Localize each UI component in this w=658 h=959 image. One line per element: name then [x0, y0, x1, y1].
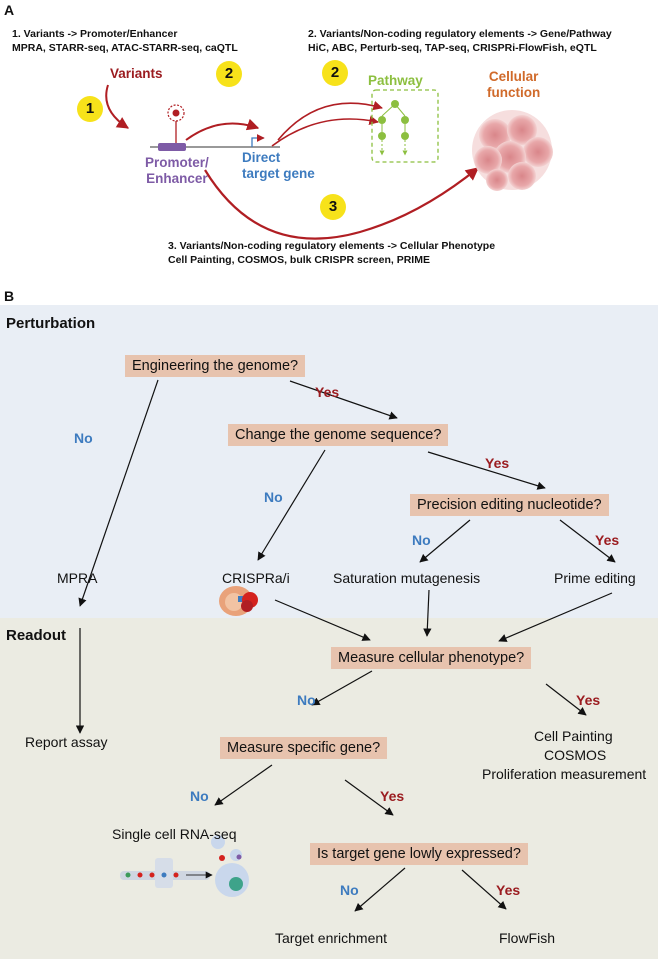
step1-methods: MPRA, STARR-seq, ATAC-STARR-seq, caQTL	[12, 42, 238, 54]
arrow-gene-to-pathway	[277, 100, 383, 141]
step2-title: 2. Variants/Non-coding regulatory elemen…	[308, 28, 612, 40]
question-lowly-expressed: Is target gene lowly expressed?	[310, 843, 528, 865]
step1-title: 1. Variants -> Promoter/Enhancer	[12, 28, 178, 40]
panel-b-letter: B	[4, 288, 15, 304]
yes-label-change-sequence: Yes	[485, 455, 510, 471]
leaf-prime-editing: Prime editing	[554, 570, 636, 586]
single-cell-seq-icon	[120, 835, 249, 897]
arrow-variants-to-promoter	[105, 84, 130, 129]
tss-arrow	[251, 134, 265, 147]
leaf-proliferation: Proliferation measurement	[482, 766, 647, 782]
badge-2b: 2	[322, 60, 348, 86]
yes-label-phenotype: Yes	[576, 692, 601, 708]
badge-1: 1	[77, 96, 103, 122]
yes-label-engineering: Yes	[315, 384, 340, 400]
arrow-enhancer-to-cell	[204, 167, 480, 240]
leaf-crispr-a-i: CRISPRa/i	[222, 570, 290, 586]
badge-3: 3	[320, 194, 346, 220]
pathway-label: Pathway	[368, 73, 423, 88]
step3-title: 3. Variants/Non-coding regulatory elemen…	[168, 240, 496, 252]
promoter-block	[158, 143, 186, 151]
yes-label-measure-gene: Yes	[380, 788, 405, 804]
direct-target-gene-label: Direct target gene	[242, 150, 315, 181]
no-label-change-sequence: No	[264, 489, 283, 505]
no-label-measure-gene: No	[190, 788, 209, 804]
leaf-mpra: MPRA	[57, 570, 98, 586]
readout-title: Readout	[6, 627, 66, 644]
no-label-lowly-expressed: No	[340, 882, 359, 898]
perturbation-region	[0, 305, 658, 618]
promoter-enhancer-label: Promoter/ Enhancer	[145, 155, 209, 186]
variant-symbol	[167, 104, 185, 144]
leaf-cosmos: COSMOS	[544, 747, 607, 763]
decision-arrows	[75, 379, 616, 912]
leaf-saturation-mutagenesis: Saturation mutagenesis	[333, 570, 481, 586]
leaf-cell-painting: Cell Painting	[534, 728, 613, 744]
cell-cluster-graphic	[472, 110, 553, 191]
crispr-icon	[219, 586, 258, 616]
leaf-flowfish: FlowFish	[499, 930, 556, 946]
question-measure-phenotype: Measure cellular phenotype?	[331, 647, 532, 669]
variants-label: Variants	[110, 66, 163, 81]
yes-label-precision: Yes	[595, 532, 620, 548]
perturbation-title: Perturbation	[6, 315, 96, 332]
question-measure-gene: Measure specific gene?	[220, 737, 388, 759]
pathway-graphic	[371, 89, 439, 163]
step3-methods: Cell Painting, COSMOS, bulk CRISPR scree…	[168, 254, 430, 266]
arrow-promoter-to-gene	[185, 118, 260, 141]
question-engineering-genome: Engineering the genome?	[125, 355, 306, 377]
question-change-sequence: Change the genome sequence?	[228, 424, 449, 446]
cellular-function-label: Cellular function	[487, 69, 541, 100]
no-label-engineering: No	[74, 430, 93, 446]
yes-label-lowly-expressed: Yes	[496, 882, 521, 898]
no-label-phenotype: No	[297, 692, 316, 708]
panel-a-letter: A	[4, 2, 15, 18]
leaf-target-enrichment: Target enrichment	[275, 930, 388, 946]
arrow-gene-to-pathway-2	[271, 115, 379, 147]
leaf-report-assay: Report assay	[25, 734, 108, 750]
step2-methods: HiC, ABC, Perturb-seq, TAP-seq, CRISPRi-…	[308, 42, 597, 54]
badge-2a: 2	[216, 61, 242, 87]
readout-region	[0, 618, 658, 959]
no-label-precision: No	[412, 532, 431, 548]
question-precision-editing: Precision editing nucleotide?	[410, 494, 609, 516]
leaf-single-cell-rnaseq: Single cell RNA-seq	[112, 826, 237, 842]
